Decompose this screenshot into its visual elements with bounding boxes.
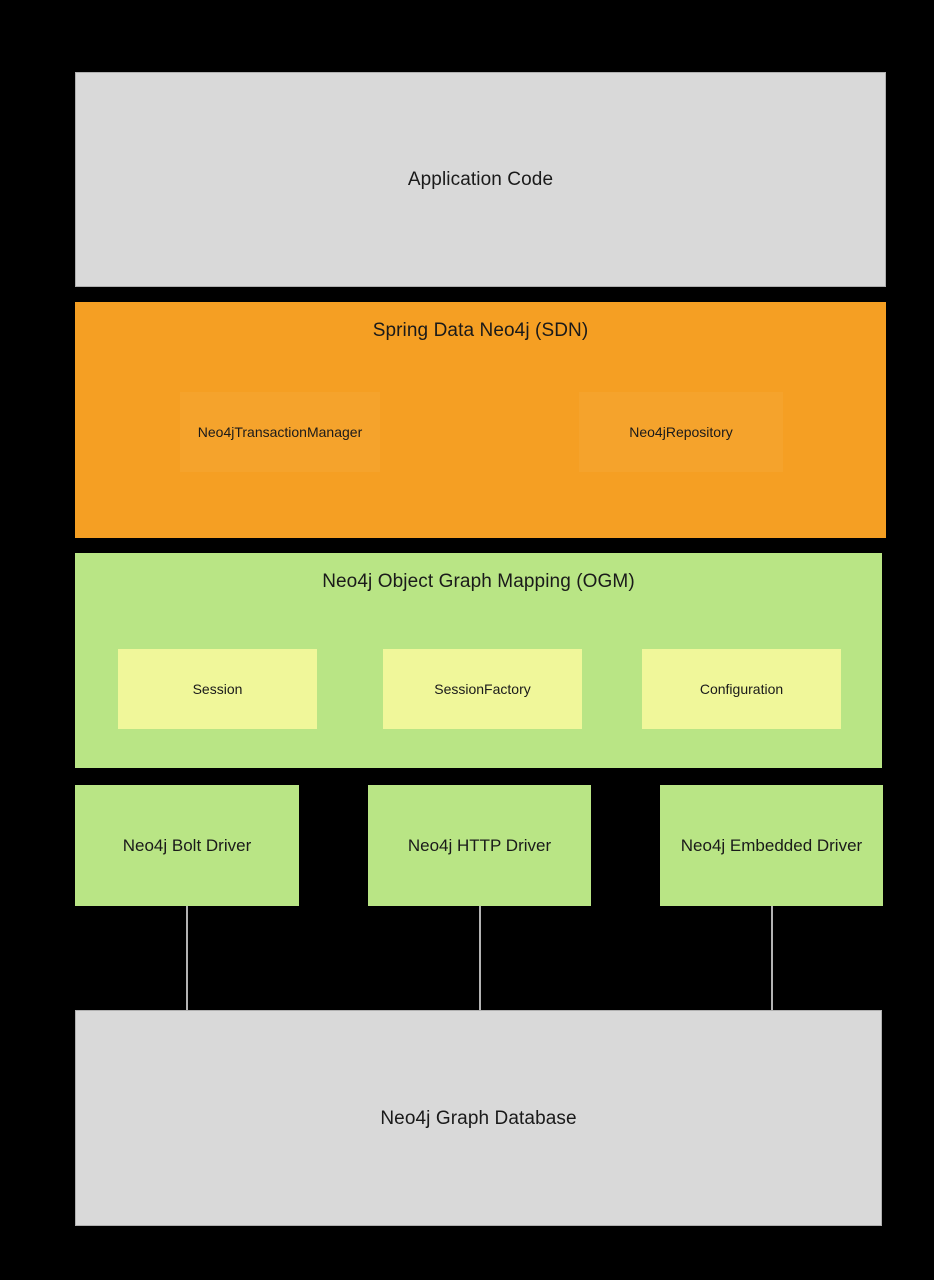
- neo4j-embedded-driver-label: Neo4j Embedded Driver: [680, 835, 863, 855]
- neo4j-repository-label: Neo4jRepository: [629, 424, 733, 440]
- neo4j-bolt-driver-label: Neo4j Bolt Driver: [122, 835, 252, 855]
- component-session-factory: SessionFactory: [383, 649, 582, 729]
- driver-neo4j-http: Neo4j HTTP Driver: [368, 785, 591, 906]
- layer-spring-data-neo4j: Spring Data Neo4j (SDN) Neo4jTransaction…: [75, 302, 886, 538]
- layer-application-code: Application Code: [75, 72, 886, 287]
- session-factory-label: SessionFactory: [434, 681, 531, 697]
- driver-neo4j-embedded: Neo4j Embedded Driver: [660, 785, 883, 906]
- connector-http-to-database: [479, 906, 481, 1010]
- application-code-label: Application Code: [407, 169, 554, 190]
- session-label: Session: [192, 681, 243, 697]
- spring-data-neo4j-label: Spring Data Neo4j (SDN): [372, 320, 589, 341]
- neo4j-transaction-manager-label: Neo4jTransactionManager: [197, 424, 363, 440]
- layer-neo4j-ogm: Neo4j Object Graph Mapping (OGM) Session…: [75, 553, 882, 768]
- connector-bolt-to-database: [186, 906, 188, 1010]
- neo4j-graph-database-label: Neo4j Graph Database: [380, 1108, 577, 1129]
- component-neo4j-transaction-manager: Neo4jTransactionManager: [180, 392, 380, 472]
- neo4j-http-driver-label: Neo4j HTTP Driver: [407, 835, 552, 855]
- component-neo4j-repository: Neo4jRepository: [579, 392, 783, 472]
- neo4j-ogm-label: Neo4j Object Graph Mapping (OGM): [322, 571, 635, 592]
- connector-embedded-to-database: [771, 906, 773, 1010]
- layer-neo4j-graph-database: Neo4j Graph Database: [75, 1010, 882, 1226]
- component-configuration: Configuration: [642, 649, 841, 729]
- configuration-label: Configuration: [699, 681, 784, 697]
- driver-neo4j-bolt: Neo4j Bolt Driver: [75, 785, 299, 906]
- component-session: Session: [118, 649, 317, 729]
